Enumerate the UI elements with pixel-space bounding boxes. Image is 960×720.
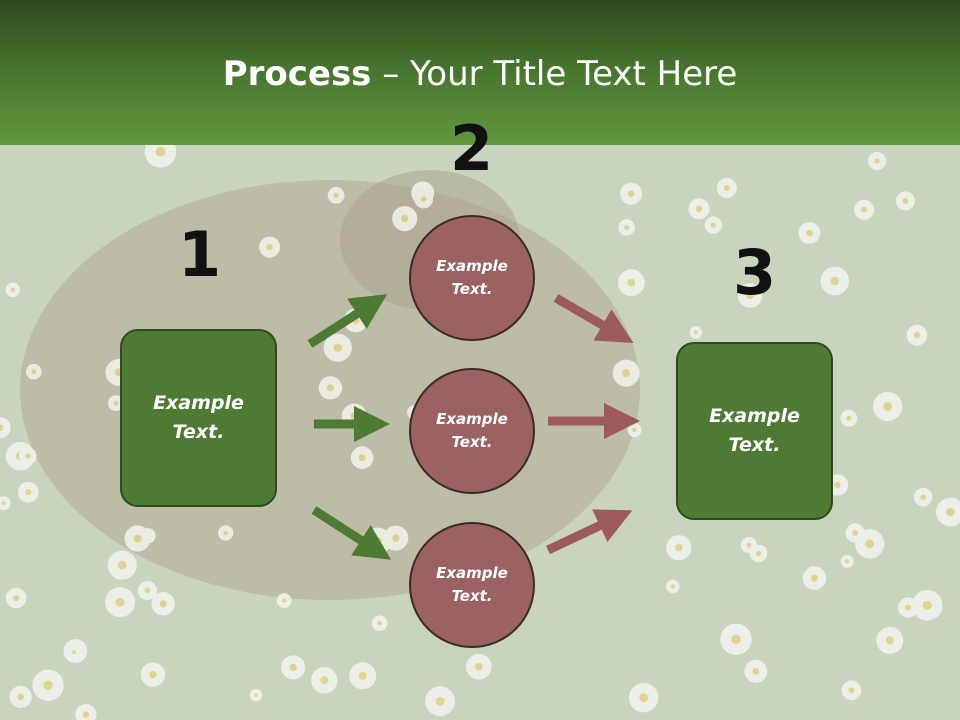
daisy-center xyxy=(624,225,630,230)
step-1-text-line2: Text. xyxy=(172,421,225,443)
daisy-center xyxy=(670,584,675,589)
daisy-center xyxy=(846,415,852,421)
daisy-center xyxy=(326,384,334,392)
title-bold: Process xyxy=(222,54,372,94)
daisy-center xyxy=(627,190,635,197)
daisy-center xyxy=(475,662,483,671)
daisy-center xyxy=(420,196,427,202)
daisy-center xyxy=(806,229,813,237)
daisy-center xyxy=(913,332,921,339)
daisy-center xyxy=(400,214,409,223)
daisy-center xyxy=(333,192,339,198)
daisy-center xyxy=(435,696,445,706)
daisy-center xyxy=(266,244,273,251)
daisy-center xyxy=(254,693,258,697)
daisy-center xyxy=(358,454,366,462)
daisy-center xyxy=(810,574,818,582)
daisy-center xyxy=(731,634,741,644)
daisy-center xyxy=(639,693,649,703)
daisy-center xyxy=(117,560,127,570)
daisy-center xyxy=(874,158,880,164)
daisy-center xyxy=(756,550,762,557)
daisy-center xyxy=(902,198,909,204)
step-3-text-line2: Text. xyxy=(728,434,781,456)
title-rest: – Your Title Text Here xyxy=(371,54,738,94)
daisy-center xyxy=(133,534,142,543)
daisy-center xyxy=(905,604,912,611)
daisy-center xyxy=(752,668,760,675)
daisy-center xyxy=(622,369,631,378)
daisy-center xyxy=(25,489,32,496)
daisy-center xyxy=(25,453,31,459)
daisy-center xyxy=(17,693,25,701)
daisy-center xyxy=(282,598,287,603)
daisy-center xyxy=(320,676,329,685)
daisy-center xyxy=(710,222,716,228)
circle-top-line1: Example xyxy=(436,257,508,275)
daisy-center xyxy=(31,369,37,375)
step-number-1: 1 xyxy=(178,218,222,291)
daisy-center xyxy=(1,501,6,506)
daisy-center xyxy=(723,185,730,191)
daisy-center xyxy=(144,587,151,594)
daisy-center xyxy=(883,402,892,411)
daisy-center xyxy=(159,600,167,608)
daisy-center xyxy=(392,534,400,542)
daisy-center xyxy=(223,530,228,536)
daisy-center xyxy=(115,597,125,607)
daisy-center xyxy=(0,424,4,431)
arrow-red-up xyxy=(546,509,633,555)
daisy-center xyxy=(333,343,342,352)
daisy-center xyxy=(695,205,703,212)
daisy-center xyxy=(746,292,754,300)
arrow-green-up xyxy=(307,294,388,348)
circle-top-line2: Text. xyxy=(451,280,493,298)
daisy-center xyxy=(830,276,840,286)
step-number-3: 3 xyxy=(733,236,777,309)
daisy-flower xyxy=(0,417,11,439)
circle-bottom-line1: Example xyxy=(436,564,508,582)
daisy-center xyxy=(43,680,53,690)
step-number-2: 2 xyxy=(450,112,494,185)
arrow-red-down xyxy=(553,294,634,344)
daisy-center xyxy=(113,400,119,406)
slide-title: Process – Your Title Text Here xyxy=(0,54,960,94)
daisy-center xyxy=(746,542,752,548)
circle-middle-line1: Example xyxy=(436,410,508,428)
daisy-center xyxy=(358,671,367,680)
daisy-center xyxy=(377,620,382,626)
daisy-center xyxy=(72,650,77,655)
daisy-center xyxy=(834,481,841,489)
daisy-center xyxy=(289,663,297,672)
daisy-center xyxy=(694,330,698,335)
daisy-center xyxy=(852,530,858,536)
daisy-center xyxy=(627,278,636,287)
daisy-center xyxy=(885,636,894,645)
daisy-center xyxy=(946,507,955,517)
daisy-center xyxy=(920,494,926,501)
daisy-center xyxy=(922,600,932,610)
arrow-green-down xyxy=(311,506,392,560)
daisy-center xyxy=(10,287,16,292)
step-1-text-line1: Example xyxy=(153,392,244,414)
circle-bottom-line2: Text. xyxy=(451,587,493,605)
daisy-center xyxy=(675,543,683,552)
daisy-center xyxy=(149,670,157,679)
daisy-center xyxy=(13,595,20,602)
daisy-center xyxy=(861,206,868,213)
daisy-center xyxy=(848,687,855,694)
circle-middle-line2: Text. xyxy=(451,433,493,451)
title-bar: Process – Your Title Text Here xyxy=(0,0,960,145)
daisy-center xyxy=(865,539,875,549)
step-3-text-line1: Example xyxy=(709,405,800,427)
daisy-center xyxy=(845,559,850,564)
daisy-center xyxy=(82,711,90,718)
daisy-center xyxy=(155,146,166,157)
